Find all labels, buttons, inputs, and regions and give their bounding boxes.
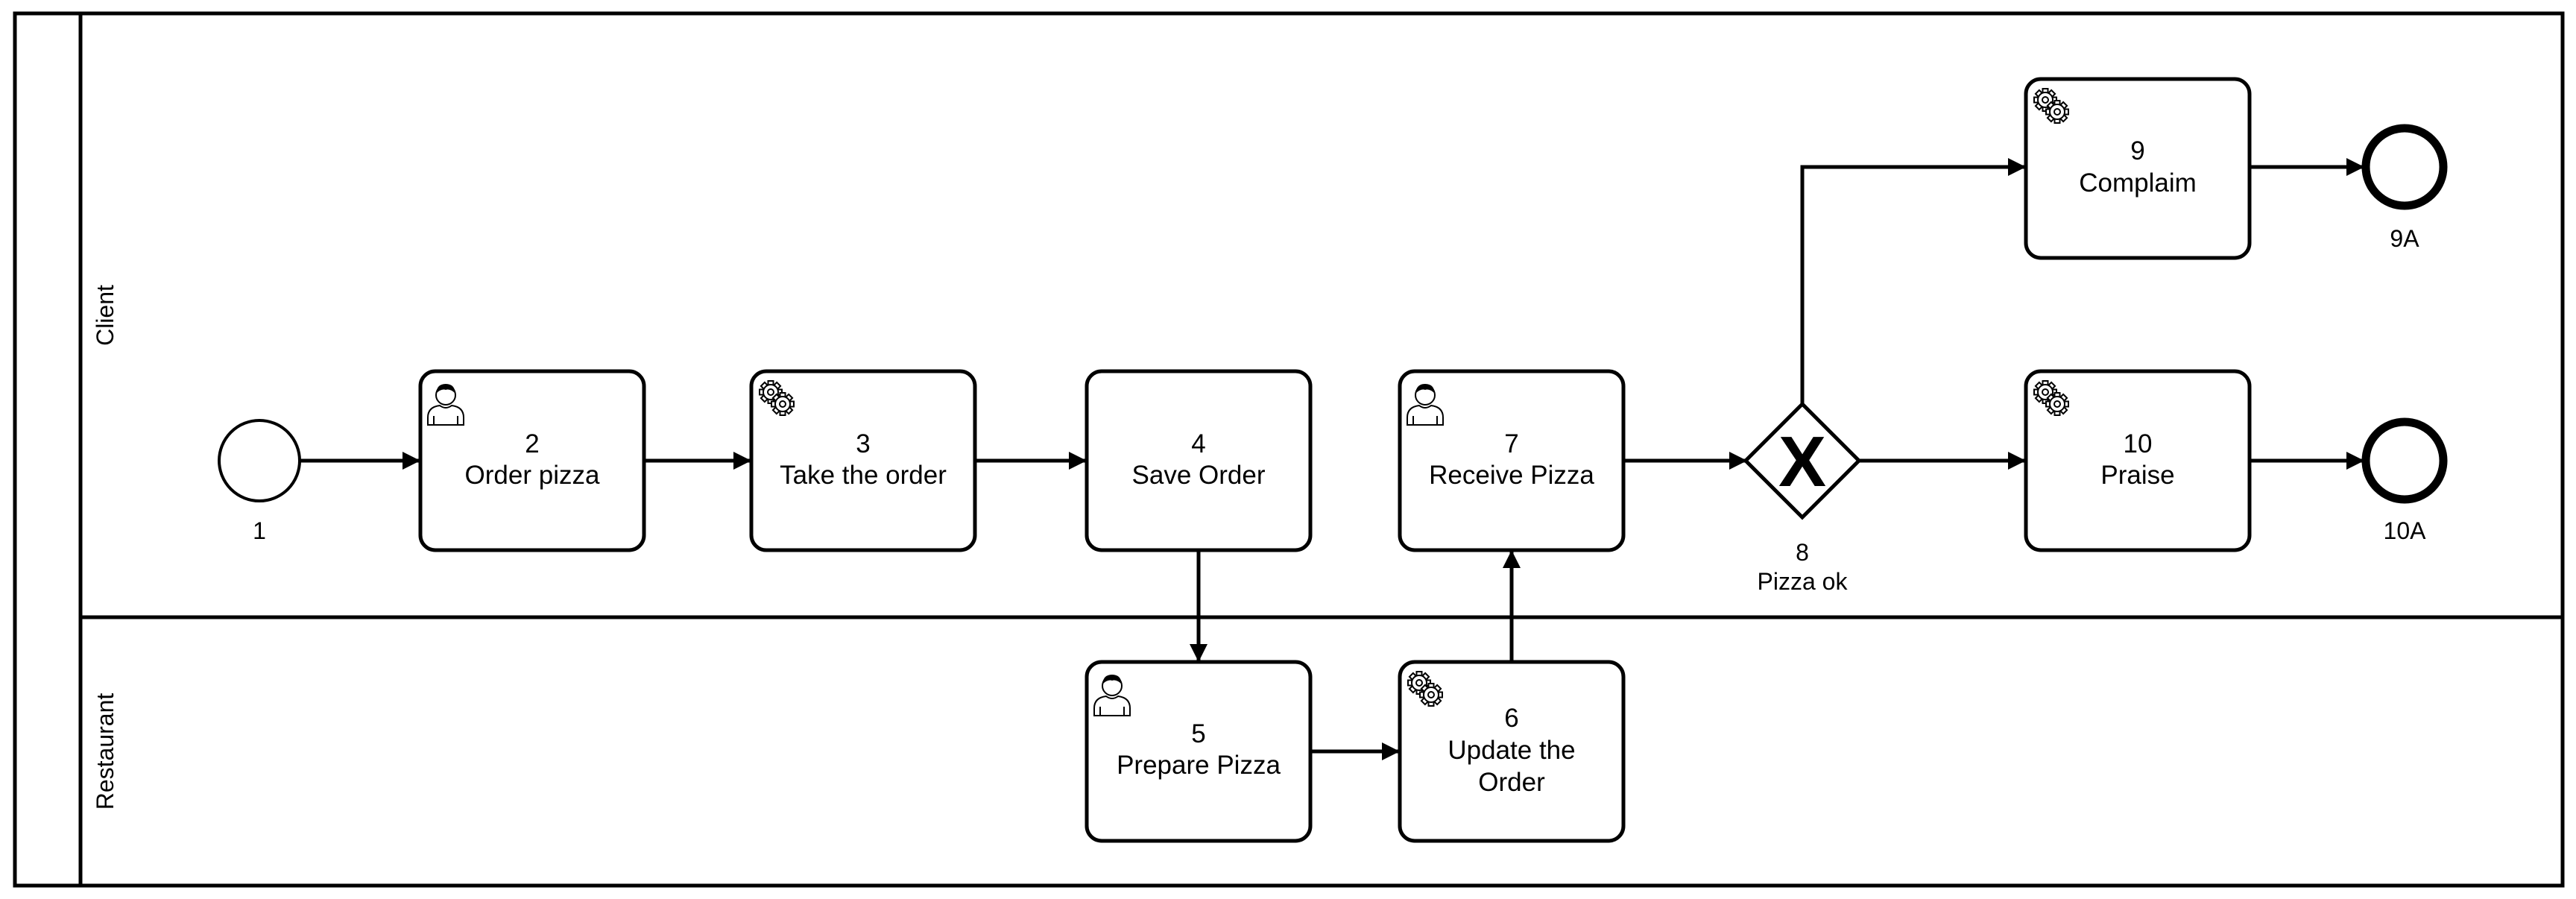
end-event-9a[interactable]: 9A [2361,124,2448,252]
task-box [418,369,646,552]
task-box [1085,660,1313,843]
flow-8-to-9 [1800,158,2026,404]
start-event-1[interactable]: 1 [218,419,301,544]
task-3-take-the-order[interactable]: 3 Take the order [749,369,977,552]
task-name: Receive Pizza [1429,461,1594,490]
gateway-x-icon: X [1778,422,1826,502]
end-event-circle [2361,417,2448,504]
task-name: Complaim [2079,168,2197,198]
end-event-label: 9A [2390,225,2419,252]
task-name-line1: Update the [1448,736,1575,765]
sequence-flows [300,158,2364,760]
task-name: Order pizza [465,461,600,490]
task-number: 4 [1191,429,1205,458]
task-box [1398,369,1626,552]
exclusive-gateway-8[interactable]: X 8 Pizza ok [1743,401,1862,595]
task-name-line2: Order [1478,768,1545,797]
gateway-number: 8 [1796,539,1809,566]
task-number: 3 [856,429,870,458]
task-name: Save Order [1132,461,1266,490]
gateway-name: Pizza ok [1758,568,1849,595]
task-number: 7 [1504,429,1518,458]
task-7-receive-pizza[interactable]: 7 Receive Pizza [1398,369,1626,552]
task-box [1085,369,1313,552]
lane-label-restaurant: Restaurant [92,693,119,810]
gateway-diamond [1743,401,1862,520]
task-box [749,369,977,552]
task-box [2024,77,2252,260]
task-4-save-order[interactable]: 4 Save Order [1085,369,1313,552]
task-number: 9 [2130,136,2144,165]
task-box [2024,369,2252,552]
end-event-circle [2361,124,2448,210]
task-9-complaim[interactable]: 9 Complaim [2024,77,2252,260]
task-5-prepare-pizza[interactable]: 5 Prepare Pizza [1085,660,1313,843]
end-event-10a[interactable]: 10A [2361,417,2448,544]
end-event-label: 10A [2384,517,2427,544]
lane-label-client: Client [92,285,119,346]
task-name: Prepare Pizza [1117,751,1281,780]
task-10-praise[interactable]: 10 Praise [2024,369,2252,552]
task-name: Take the order [780,461,947,490]
task-6-update-the-order[interactable]: 6 Update the Order [1398,660,1626,843]
start-event-circle [218,419,301,502]
task-number: 5 [1191,719,1205,748]
task-box [1398,660,1626,843]
task-number: 2 [525,429,539,458]
start-event-label: 1 [253,517,266,544]
task-2-order-pizza[interactable]: 2 Order pizza [418,369,646,552]
task-number: 10 [2124,429,2153,458]
task-number: 6 [1504,704,1518,733]
task-name: Praise [2100,461,2174,490]
